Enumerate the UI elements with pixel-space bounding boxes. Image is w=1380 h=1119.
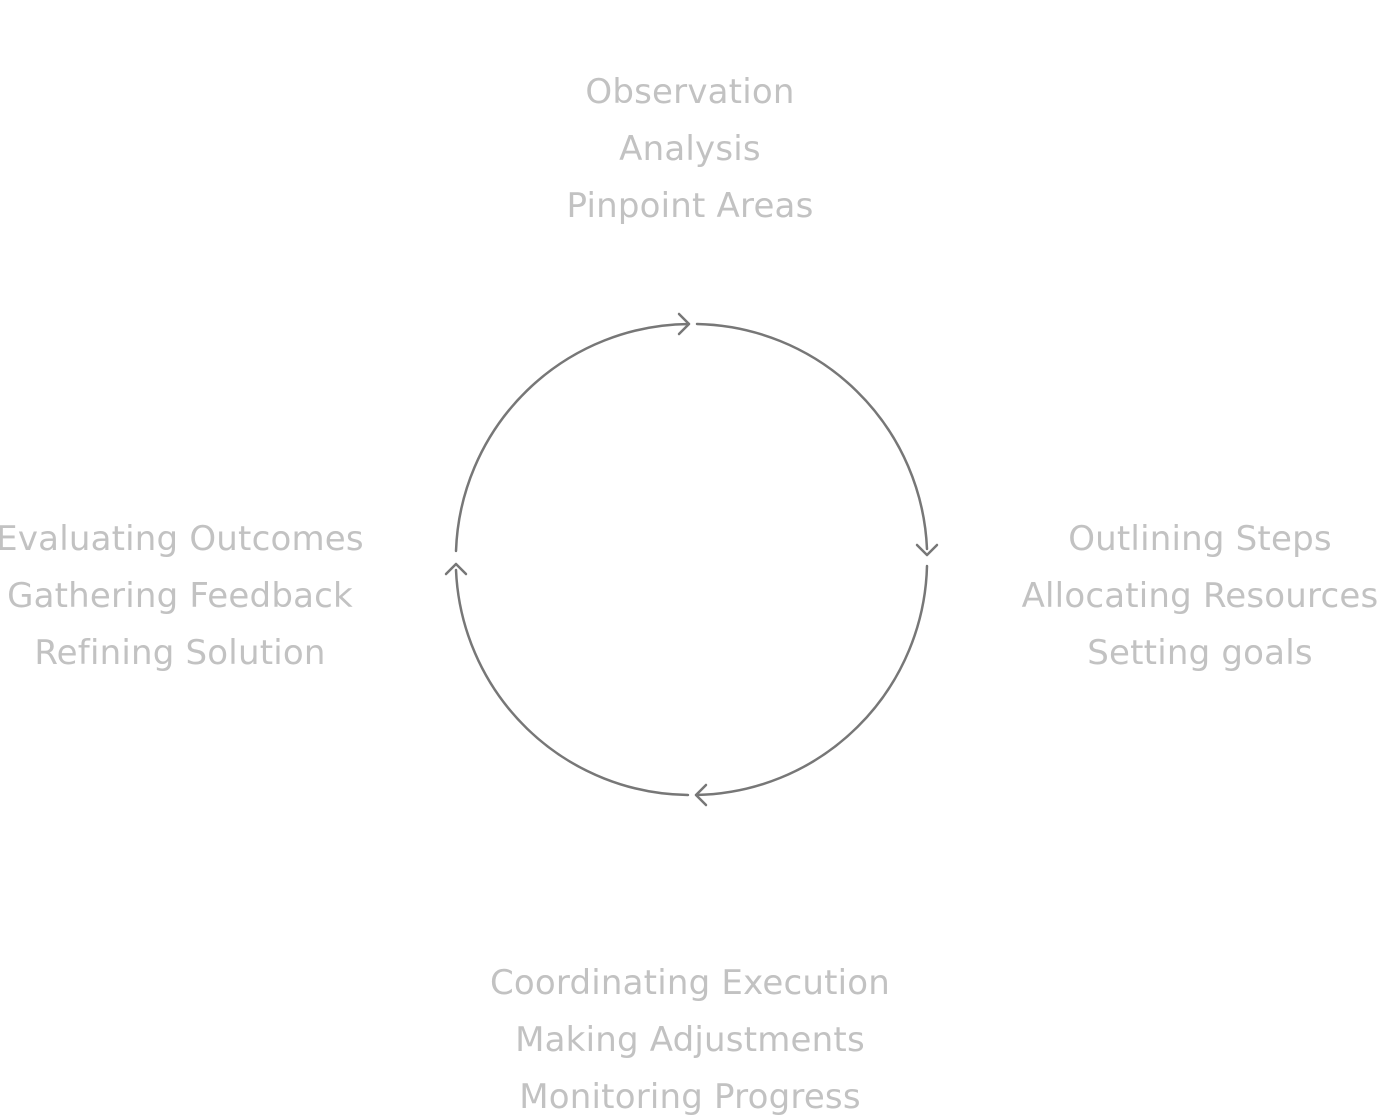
stage-bottom-labels: Coordinating Execution Making Adjustment…: [480, 955, 900, 1119]
stage-top-line-2: Analysis: [619, 129, 761, 169]
arc-left-top: [454, 322, 691, 553]
arc-top-right: [695, 322, 929, 551]
arrow-up-icon: [444, 562, 468, 576]
stage-top-line-1: Observation: [585, 72, 795, 112]
stage-left-line-2: Gathering Feedback: [7, 576, 353, 616]
arrow-left-icon: [694, 783, 708, 807]
stage-left-line-3: Refining Solution: [34, 633, 326, 673]
arc-bottom-left: [454, 568, 690, 797]
stage-left-line-1: Evaluating Outcomes: [0, 519, 364, 559]
stage-right-line-3: Setting goals: [1087, 633, 1313, 673]
stage-left-labels: Evaluating Outcomes Gathering Feedback R…: [0, 511, 370, 682]
stage-right-line-2: Allocating Resources: [1021, 576, 1379, 616]
stage-bottom-line-1: Coordinating Execution: [489, 963, 891, 1003]
stage-right-line-1: Outlining Steps: [1068, 519, 1332, 559]
arrow-down-icon: [915, 543, 939, 557]
stage-top-line-3: Pinpoint Areas: [566, 186, 814, 226]
stage-right-labels: Outlining Steps Allocating Resources Set…: [1010, 511, 1380, 682]
arc-right-bottom: [694, 564, 929, 797]
arrow-right-icon: [677, 312, 691, 336]
stage-top-labels: Observation Analysis Pinpoint Areas: [490, 64, 890, 235]
stage-bottom-line-2: Making Adjustments: [515, 1020, 865, 1060]
stage-bottom-line-3: Monitoring Progress: [519, 1077, 861, 1117]
